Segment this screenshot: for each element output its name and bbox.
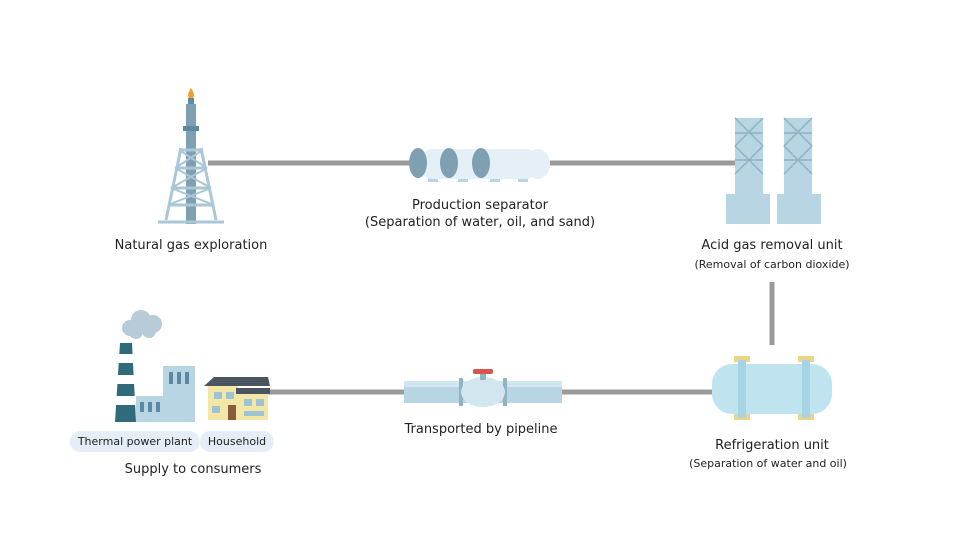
- separator-label: Production separator: [412, 198, 548, 213]
- connector-lines: [208, 160, 775, 395]
- separator-vessel-icon: [409, 148, 550, 182]
- pipeline-label: Transported by pipeline: [404, 422, 558, 437]
- separator-sublabel: (Separation of water, oil, and sand): [364, 215, 596, 230]
- refrigeration-vessel-icon: [712, 356, 832, 420]
- household-tag: Household: [199, 431, 275, 452]
- refrigeration-label: Refrigeration unit: [715, 438, 829, 453]
- thermal-power-plant-tag: Thermal power plant: [69, 431, 201, 452]
- acid-gas-sublabel: (Removal of carbon dioxide): [694, 258, 850, 271]
- acid-gas-tower-icon: [726, 117, 821, 224]
- acid-gas-label: Acid gas removal unit: [701, 238, 843, 253]
- consumers-label: Supply to consumers: [124, 462, 262, 477]
- pipeline-valve-icon: [404, 369, 562, 407]
- drilling-rig-icon: [158, 88, 224, 224]
- house-icon: [204, 377, 270, 420]
- refrigeration-sublabel: (Separation of water and oil): [689, 457, 847, 470]
- power-plant-icon: [115, 310, 195, 422]
- exploration-label: Natural gas exploration: [114, 238, 268, 253]
